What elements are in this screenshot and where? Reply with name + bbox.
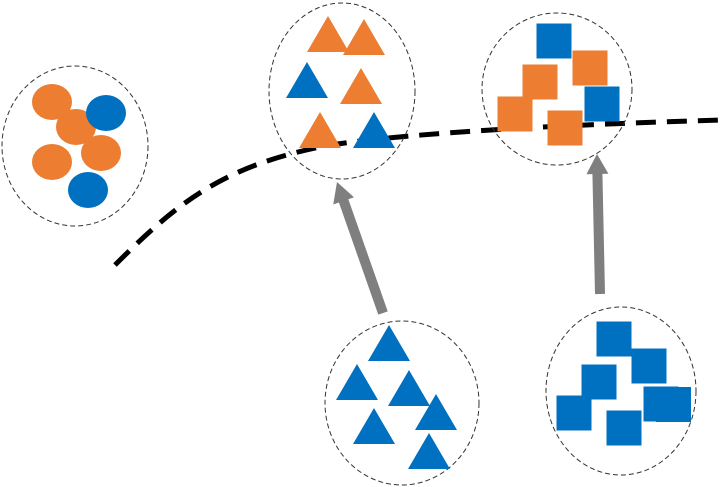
blue-square-point [631, 348, 667, 384]
mixed-square-cluster [481, 12, 633, 166]
blue-circle-point [86, 95, 126, 131]
orange-circle-point [56, 109, 96, 145]
orange-circle-point [32, 144, 72, 180]
orange-square-point [572, 50, 608, 86]
cluster-boundary [481, 12, 633, 166]
blue-square-cluster [545, 306, 697, 476]
blue-square-point [656, 387, 691, 422]
orange-square-point [497, 96, 533, 132]
arrow-shape [333, 182, 388, 315]
clusters-layer [1, 2, 697, 486]
blue-square-point [584, 86, 620, 122]
orange-square-point [547, 110, 583, 146]
blue-square-point [596, 321, 632, 357]
orange-triangle-point [299, 112, 341, 148]
arrow-squares [586, 154, 609, 295]
blue-square-point [536, 23, 572, 59]
decision-boundary [113, 117, 721, 267]
blue-triangle-point [336, 364, 378, 400]
blue-square-point [556, 395, 592, 431]
blue-square-point [581, 364, 617, 400]
orange-circle-point [32, 84, 72, 120]
circle-cluster [1, 65, 149, 227]
boundary-layer [113, 117, 721, 267]
cluster-boundary [324, 320, 480, 486]
blue-circle-point [68, 172, 108, 208]
blue-triangle-point [415, 394, 457, 430]
blue-square-point [606, 410, 642, 446]
blue-triangle-point [388, 370, 430, 406]
blue-triangle-point [353, 408, 395, 444]
cluster-boundary [545, 306, 697, 476]
orange-triangle-point [307, 16, 349, 52]
blue-triangle-cluster [324, 320, 480, 486]
cluster-boundary [268, 2, 416, 180]
orange-triangle-point [340, 68, 382, 104]
blue-triangle-point [286, 62, 328, 98]
orange-circle-point [81, 135, 121, 171]
blue-triangle-point [368, 325, 410, 361]
mixed-triangle-cluster [268, 2, 416, 180]
arrow-shape [586, 154, 609, 295]
blue-triangle-point [408, 433, 450, 469]
orange-square-point [522, 64, 558, 100]
blue-triangle-point [353, 112, 395, 148]
arrow-triangles [333, 182, 388, 315]
cluster-boundary [1, 65, 149, 227]
orange-triangle-point [343, 19, 385, 55]
arrows-layer [333, 154, 609, 315]
